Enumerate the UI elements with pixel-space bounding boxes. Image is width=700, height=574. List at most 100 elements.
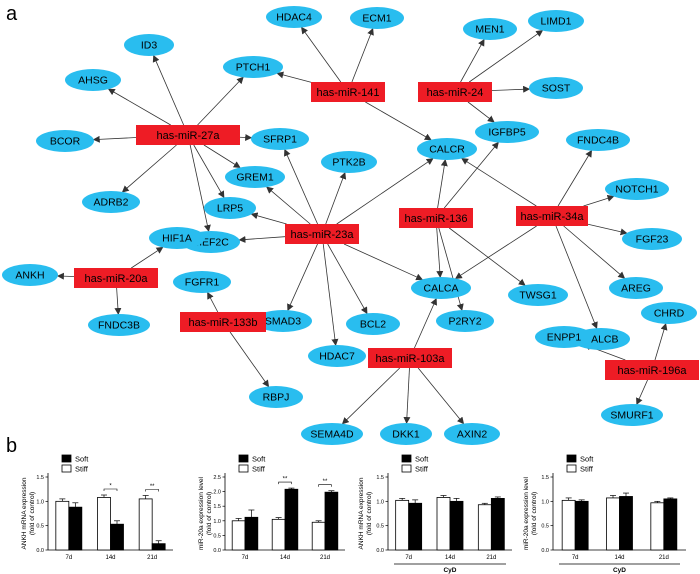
bar-stiff-7d — [395, 499, 410, 551]
gene-label: AHSG — [78, 75, 108, 87]
bar-soft-21d — [324, 491, 339, 551]
legend-label-stiff: Stiff — [580, 465, 594, 474]
edge-has-mir-23a-bcl2 — [327, 243, 368, 315]
edge-has-mir-23a-sfrp1 — [284, 148, 318, 225]
gene-node-enpp1: ENPP1 — [535, 326, 593, 348]
bar-stiff-14d — [271, 518, 286, 551]
gene-label: SOST — [542, 83, 571, 95]
gene-label: CALCR — [429, 144, 465, 156]
edge-has-mir-141-calcr — [365, 101, 432, 141]
edge-has-mir-136-twsg1 — [449, 227, 526, 286]
legend-label-soft: Soft — [415, 455, 429, 464]
bar-stiff-21d — [311, 521, 326, 551]
y-axis-label: (fold of control) — [206, 492, 213, 535]
bar-soft-14d — [110, 523, 124, 551]
gene-node-fndc3b: FNDC3B — [88, 314, 150, 336]
gene-node-men1: MEN1 — [463, 18, 517, 40]
y-axis-label: miR-20a expression level — [198, 476, 205, 550]
mirna-node-has-mir-20a: has-miR-20a — [74, 268, 158, 288]
gene-label: FGFR1 — [185, 277, 220, 289]
gene-label: AREG — [621, 283, 651, 295]
gene-node-smurf1: SMURF1 — [601, 404, 663, 426]
edge-has-mir-34a-calca — [454, 225, 537, 279]
bar-stiff-14d — [606, 497, 620, 551]
y-tick-label: 1.0 — [213, 519, 221, 525]
mirna-node-has-mir-196a: has-miR-196a — [605, 360, 699, 380]
bar-soft-14d — [619, 496, 633, 551]
gene-node-areg: AREG — [609, 277, 663, 299]
edge-has-mir-136-igfbp5 — [443, 141, 499, 209]
significance-label: ** — [323, 479, 328, 485]
gene-label: SFRP1 — [263, 134, 297, 146]
gene-label: ADRB2 — [93, 197, 128, 209]
panel-label-a: a — [6, 3, 18, 25]
gene-node-igfbp5: IGFBP5 — [475, 121, 539, 143]
mirna-node-has-mir-27a: has-miR-27a — [136, 125, 240, 145]
gene-label: CHRD — [654, 308, 685, 320]
legend-label-soft: Soft — [75, 455, 89, 464]
legend-label-soft: Soft — [252, 455, 266, 464]
y-tick-label: 0.0 — [541, 548, 549, 554]
legend-swatch-soft — [566, 454, 577, 463]
gene-label: NOTCH1 — [615, 184, 658, 196]
bar-chart-1: ANKH mRNA expression(fold of control)0.0… — [21, 455, 173, 561]
edge-has-mir-103a-dkk1 — [403, 367, 411, 425]
gene-label: AXIN2 — [457, 429, 488, 441]
edge-has-mir-133b-rbpj — [229, 331, 270, 388]
gene-label: ID3 — [141, 40, 158, 52]
gene-node-ecm1: ECM1 — [350, 7, 404, 29]
gene-label: SMURF1 — [610, 410, 653, 422]
gene-node-bcl2: BCL2 — [346, 313, 400, 335]
gene-node-sost: SOST — [529, 77, 583, 99]
y-tick-label: 0.0 — [36, 548, 44, 554]
gene-node-fgf23: FGF23 — [622, 228, 682, 250]
y-tick-label: 1.5 — [213, 504, 221, 510]
legend-swatch-stiff — [566, 464, 577, 473]
gene-node-twsg1: TWSG1 — [508, 284, 568, 306]
y-tick-label: 0.0 — [376, 548, 384, 554]
y-tick-label: 2.5 — [213, 475, 221, 481]
gene-node-hif1a: HIF1A — [149, 227, 205, 249]
panel-label-b: b — [6, 435, 17, 457]
gene-node-fgfr1: FGFR1 — [173, 271, 231, 293]
edge-has-mir-24-sost — [491, 85, 531, 93]
edge-has-mir-23a-calca — [343, 243, 424, 281]
gene-label: BCL2 — [360, 319, 386, 331]
edge-has-mir-20a-fndc3b — [114, 287, 122, 316]
bar-stiff-21d — [477, 504, 492, 551]
edge-has-mir-136-calcr — [437, 158, 448, 209]
edge-has-mir-34a-fgf23 — [587, 223, 628, 236]
legend-swatch-stiff — [238, 464, 249, 473]
edge-has-mir-24-men1 — [460, 38, 485, 83]
edge-has-mir-34a-calcr — [461, 157, 537, 207]
y-axis-label: (fold of control) — [531, 492, 538, 535]
gene-label: ANKH — [15, 270, 44, 282]
bar-soft-7d — [408, 502, 423, 551]
bar-soft-21d — [151, 543, 166, 551]
bar-stiff-21d — [650, 502, 665, 551]
significance-bracket — [278, 481, 292, 485]
x-tick-label: 21d — [147, 555, 157, 561]
legend-label-stiff: Stiff — [75, 465, 89, 474]
edge-has-mir-103a-sema4d — [341, 367, 401, 425]
bar-stiff-7d — [55, 500, 70, 551]
gene-label: LIMD1 — [541, 16, 572, 28]
bar-chart-3: ANKH mRNA expression(fold of control) 0.0… — [358, 455, 512, 574]
edge-has-mir-196a-smurf1 — [636, 379, 648, 406]
edge-has-mir-27a-ahsg — [107, 88, 171, 126]
edge-has-mir-23a-ptk2b — [325, 171, 347, 225]
bar-stiff-14d — [97, 497, 111, 551]
gene-node-fndc4b: FNDC4B — [566, 129, 630, 151]
y-tick-label: 1.0 — [376, 499, 384, 505]
edge-has-mir-34a-fndc4b — [557, 149, 592, 207]
y-axis-label: ANKH mRNA expression — [358, 477, 365, 549]
bar-soft-7d — [574, 500, 589, 551]
x-tick-label: 7d — [572, 555, 579, 561]
mirna-label: has-miR-141 — [317, 87, 380, 99]
gene-node-smad3: SMAD3 — [254, 310, 312, 332]
bar-soft-7d — [244, 516, 259, 551]
gene-label: BCOR — [50, 136, 81, 148]
y-axis-label: (fold of control) — [366, 492, 373, 535]
legend-label-stiff: Stiff — [252, 465, 266, 474]
